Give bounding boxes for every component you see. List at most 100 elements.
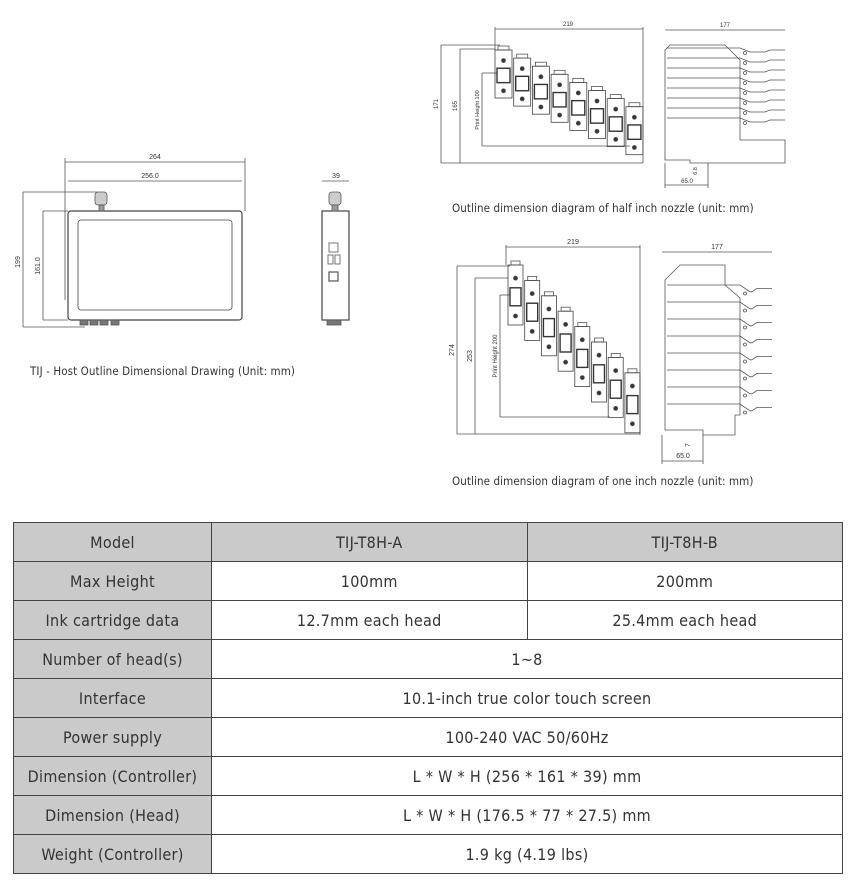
row-label: Weight (Controller) — [13, 834, 212, 874]
bracket-hole — [743, 325, 747, 330]
table-row: Weight (Controller) 1.9 kg (4.19 lbs) — [13, 834, 843, 874]
screw — [519, 96, 525, 102]
row-label: Ink cartridge data — [13, 600, 212, 640]
screw — [594, 128, 600, 134]
mounting-bracket — [667, 284, 772, 293]
screw — [538, 104, 544, 110]
dim-base: 65.0 — [681, 179, 693, 185]
screw — [501, 58, 506, 63]
screw — [630, 383, 635, 389]
print-head-cap — [553, 69, 566, 75]
mounting-bracket — [667, 67, 785, 73]
screw — [529, 291, 535, 297]
bracket-hole — [743, 393, 747, 398]
screw — [632, 145, 637, 150]
print-head — [607, 352, 624, 418]
screw — [546, 344, 552, 350]
print-head-cap — [572, 78, 585, 83]
screw — [513, 275, 518, 281]
host-side-view: 39 — [321, 173, 350, 326]
dim-width: 219 — [567, 239, 579, 246]
cartridge — [515, 75, 530, 92]
screw — [613, 368, 619, 374]
one-inch-nozzle-side-view: 177 65.0 7 — [661, 244, 772, 464]
bracket-hole — [743, 81, 747, 85]
print-head-body — [606, 98, 625, 147]
print-head — [588, 86, 606, 139]
print-head-body — [507, 264, 524, 326]
host-front-view: 264 256.0 199 161.0 — [15, 154, 246, 328]
dim-screen-width: 256.0 — [141, 173, 159, 180]
print-head — [541, 291, 557, 357]
print-head-cap — [628, 102, 641, 108]
screw — [579, 375, 585, 381]
screw — [596, 390, 602, 396]
print-head — [624, 368, 641, 434]
print-head-cap — [544, 291, 554, 297]
print-head-cap — [609, 94, 622, 99]
mounting-bracket — [667, 386, 772, 395]
screw — [630, 421, 635, 427]
mounting-bracket — [667, 403, 772, 412]
technical-drawings: 264 256.0 199 161.0 39 219 171 165 Print… — [15, 22, 786, 464]
screw — [557, 112, 562, 118]
mounting-bracket — [667, 77, 785, 83]
half-inch-caption: Outline dimension diagram of half inch n… — [452, 201, 754, 215]
dim-height-inner: 253 — [467, 350, 474, 362]
bracket-hole — [743, 342, 747, 347]
screw — [575, 90, 581, 96]
mounting-bracket — [667, 117, 785, 123]
cartridge — [571, 99, 586, 116]
screw — [613, 106, 619, 112]
bracket-hole — [743, 359, 747, 364]
table-row: Max Height 100mm 200mm — [13, 561, 843, 601]
cell-b: 200mm — [526, 561, 843, 601]
mounting-bracket — [667, 57, 785, 63]
print-head-cap — [610, 352, 621, 358]
print-head — [569, 78, 588, 131]
cell-value: L * W * H (176.5 * 77 * 27.5) mm — [211, 795, 843, 835]
screw — [632, 114, 637, 120]
print-height-label: Print Height 200 — [493, 334, 499, 378]
row-label: Number of head(s) — [13, 639, 212, 679]
print-head-body — [624, 372, 641, 434]
cartridge — [576, 348, 589, 369]
cartridge — [609, 379, 622, 399]
mounting-bracket — [667, 335, 772, 344]
row-label: Interface — [13, 678, 212, 718]
mounting-bracket — [667, 97, 785, 103]
dim-height-inner: 165 — [453, 100, 459, 111]
screw — [538, 74, 544, 80]
print-head — [513, 53, 532, 107]
print-head-body — [625, 106, 644, 156]
bracket-hole — [743, 291, 747, 296]
print-head-body — [541, 295, 557, 357]
row-label: Dimension (Controller) — [13, 756, 212, 796]
mounting-bracket — [667, 301, 772, 310]
screw — [519, 66, 525, 72]
table-row: Interface 10.1-inch true color touch scr… — [13, 678, 843, 718]
print-head-body — [574, 326, 591, 388]
print-head — [524, 275, 541, 341]
bracket-hole — [743, 51, 747, 55]
print-head — [625, 102, 644, 156]
cell-value: 1.9 kg (4.19 lbs) — [211, 834, 843, 874]
print-head — [574, 322, 591, 388]
bracket-hole — [743, 111, 747, 115]
bracket-hole — [743, 71, 747, 75]
model-a: TIJ-T8H-A — [211, 522, 528, 562]
screw — [529, 328, 535, 334]
print-head-cap — [535, 61, 547, 67]
spec-table: Model TIJ-T8H-A TIJ-T8H-B Max Height 100… — [13, 522, 843, 874]
print-head — [557, 306, 574, 372]
print-height-label: Print Height 100 — [475, 90, 481, 129]
row-label: Model — [13, 522, 212, 562]
print-head — [591, 337, 607, 403]
mounting-bracket — [667, 369, 772, 378]
cartridge — [509, 287, 522, 307]
print-head-body — [557, 310, 574, 372]
print-head-cap — [627, 368, 638, 374]
dim-overall-height: 199 — [15, 256, 22, 268]
print-head — [507, 260, 524, 326]
print-head-body — [494, 49, 513, 99]
